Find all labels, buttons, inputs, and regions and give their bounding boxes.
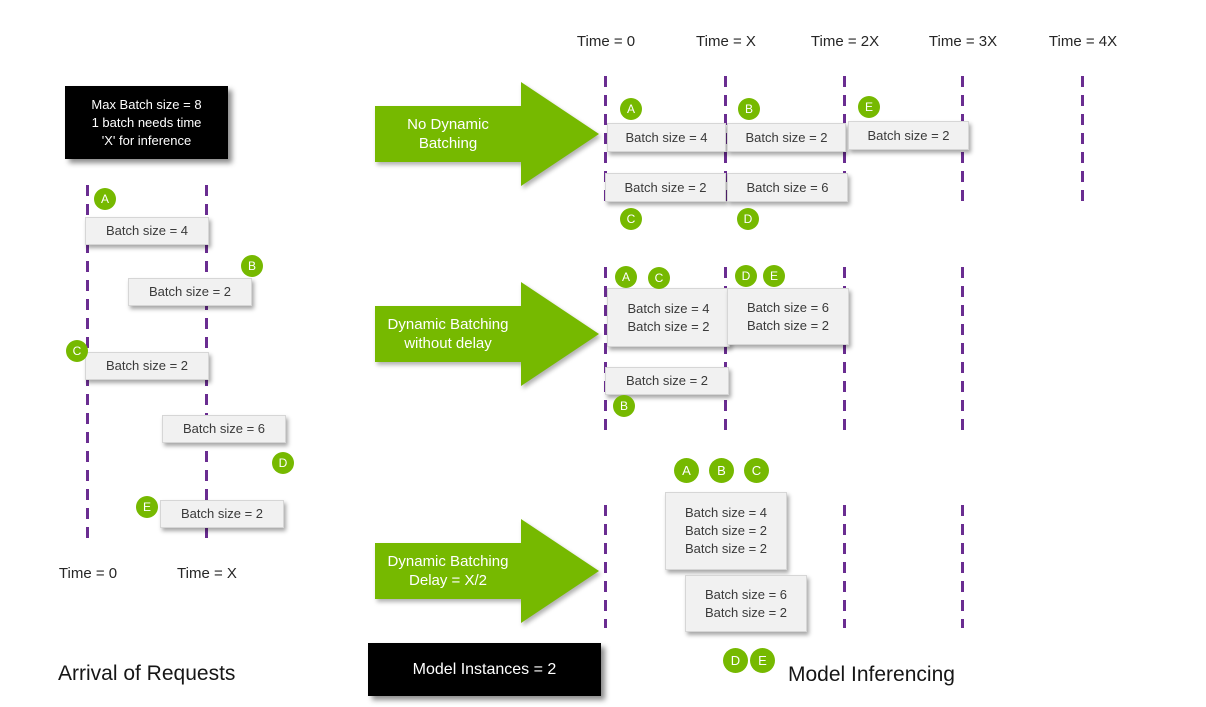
request-badge-c: C [648, 267, 670, 289]
right-axis-time-2x: Time = 2X [810, 33, 880, 50]
request-badge-b: B [709, 458, 734, 483]
batch-label: Batch size = 2 [746, 317, 830, 333]
inference-batch: Batch size = 6 Batch size = 2 [685, 575, 807, 632]
model-instances-label: Model Instances = 2 [412, 660, 557, 678]
arrival-batch-e: Batch size = 2 [160, 500, 284, 528]
left-axis-time-0: Time = 0 [58, 565, 118, 582]
timeline-gridline [724, 267, 727, 430]
inference-batch: Batch size = 2 [605, 367, 729, 395]
inference-batch: Batch size = 6 [727, 173, 848, 202]
request-badge-d: D [735, 265, 757, 287]
batch-label: Batch size = 4 [105, 223, 189, 238]
timeline-gridline [843, 267, 846, 430]
request-badge-b: B [738, 98, 760, 120]
batch-label: Batch size = 4 [627, 300, 710, 316]
request-badge-d: D [272, 452, 294, 474]
request-badge-a: A [674, 458, 699, 483]
arrow-line-1: No Dynamic [407, 116, 489, 133]
arrow-dynamic-batching-delay: Dynamic Batching Delay = X/2 [375, 519, 599, 623]
batch-label: Batch size = 2 [684, 541, 768, 556]
arrow-head-icon [521, 82, 599, 186]
timeline-gridline [604, 267, 607, 430]
inference-batch: Batch size = 6 Batch size = 2 [727, 288, 849, 345]
batch-label: Batch size = 2 [625, 373, 709, 388]
left-axis-time-x: Time = X [177, 565, 237, 582]
inference-batch: Batch size = 4 Batch size = 2 Batch size… [665, 492, 787, 570]
request-badge-a: A [620, 98, 642, 120]
timeline-gridline [961, 267, 964, 430]
batch-label: Batch size = 2 [745, 129, 828, 145]
timeline-gridline [604, 76, 607, 208]
batch-label: Batch size = 4 [625, 129, 708, 145]
batch-label: Batch size = 2 [624, 179, 707, 195]
arrow-label: Dynamic Batching without delay [375, 306, 521, 362]
inference-batch: Batch size = 2 [727, 123, 846, 152]
batch-label: Batch size = 2 [627, 318, 710, 334]
request-badge-a: A [615, 266, 637, 288]
request-badge-d: D [723, 648, 748, 673]
timeline-gridline [1081, 76, 1084, 208]
inference-batch: Batch size = 2 [605, 173, 726, 202]
arrow-no-dynamic-batching: No Dynamic Batching [375, 82, 599, 186]
max-batch-legend-box: Max Batch size = 8 1 batch needs time 'X… [65, 86, 228, 159]
arrival-batch-b: Batch size = 2 [128, 278, 252, 306]
right-axis-time-3x: Time = 3X [928, 33, 998, 50]
arrival-batch-a: Batch size = 4 [85, 217, 209, 245]
arrow-line-2: Batching [418, 135, 478, 152]
request-badge-e: E [750, 648, 775, 673]
batch-label: Batch size = 6 [704, 586, 788, 602]
arrow-label: Dynamic Batching Delay = X/2 [375, 543, 521, 599]
batch-label: Batch size = 4 [684, 505, 768, 520]
timeline-gridline [843, 505, 846, 628]
arrival-batch-d: Batch size = 6 [162, 415, 286, 443]
batch-label: Batch size = 2 [105, 358, 189, 373]
request-badge-b: B [613, 395, 635, 417]
request-badge-c: C [66, 340, 88, 362]
model-instances-box: Model Instances = 2 [368, 643, 601, 696]
arrow-label: No Dynamic Batching [375, 106, 521, 162]
request-badge-e: E [136, 496, 158, 518]
batch-label: Batch size = 6 [746, 179, 829, 195]
batch-label: Batch size = 2 [148, 284, 232, 299]
arrow-head-icon [521, 519, 599, 623]
batch-label: Batch size = 2 [704, 604, 788, 620]
request-badge-e: E [763, 265, 785, 287]
inference-batch: Batch size = 4 [607, 123, 726, 152]
legend-line-3: 'X' for inference [101, 132, 192, 148]
arrow-dynamic-batching-no-delay: Dynamic Batching without delay [375, 282, 599, 386]
timeline-gridline [604, 505, 607, 628]
right-axis-time-x: Time = X [696, 33, 756, 50]
request-badge-c: C [620, 208, 642, 230]
request-badge-b: B [241, 255, 263, 277]
right-axis-time-4x: Time = 4X [1048, 33, 1118, 50]
batch-label: Batch size = 2 [867, 127, 950, 143]
legend-line-2: 1 batch needs time [91, 114, 202, 130]
request-badge-e: E [858, 96, 880, 118]
arrival-of-requests-caption: Arrival of Requests [58, 662, 236, 685]
batch-label: Batch size = 6 [182, 421, 266, 436]
request-badge-c: C [744, 458, 769, 483]
arrow-line-1: Dynamic Batching [387, 316, 509, 333]
arrow-head-icon [521, 282, 599, 386]
legend-line-1: Max Batch size = 8 [91, 96, 202, 112]
arrow-line-2: without delay [404, 335, 492, 352]
inference-batch: Batch size = 4 Batch size = 2 [607, 288, 730, 347]
request-badge-a: A [94, 188, 116, 210]
timeline-gridline [961, 505, 964, 628]
batch-label: Batch size = 2 [180, 506, 264, 521]
request-badge-d: D [737, 208, 759, 230]
inference-batch: Batch size = 2 [848, 121, 969, 150]
arrow-line-2: Delay = X/2 [409, 572, 487, 589]
arrow-line-1: Dynamic Batching [387, 553, 509, 570]
arrival-batch-c: Batch size = 2 [85, 352, 209, 380]
model-inferencing-caption: Model Inferencing [788, 663, 955, 686]
batch-label: Batch size = 6 [746, 299, 830, 315]
right-axis-time-0: Time = 0 [576, 33, 636, 50]
batch-label: Batch size = 2 [684, 523, 768, 538]
